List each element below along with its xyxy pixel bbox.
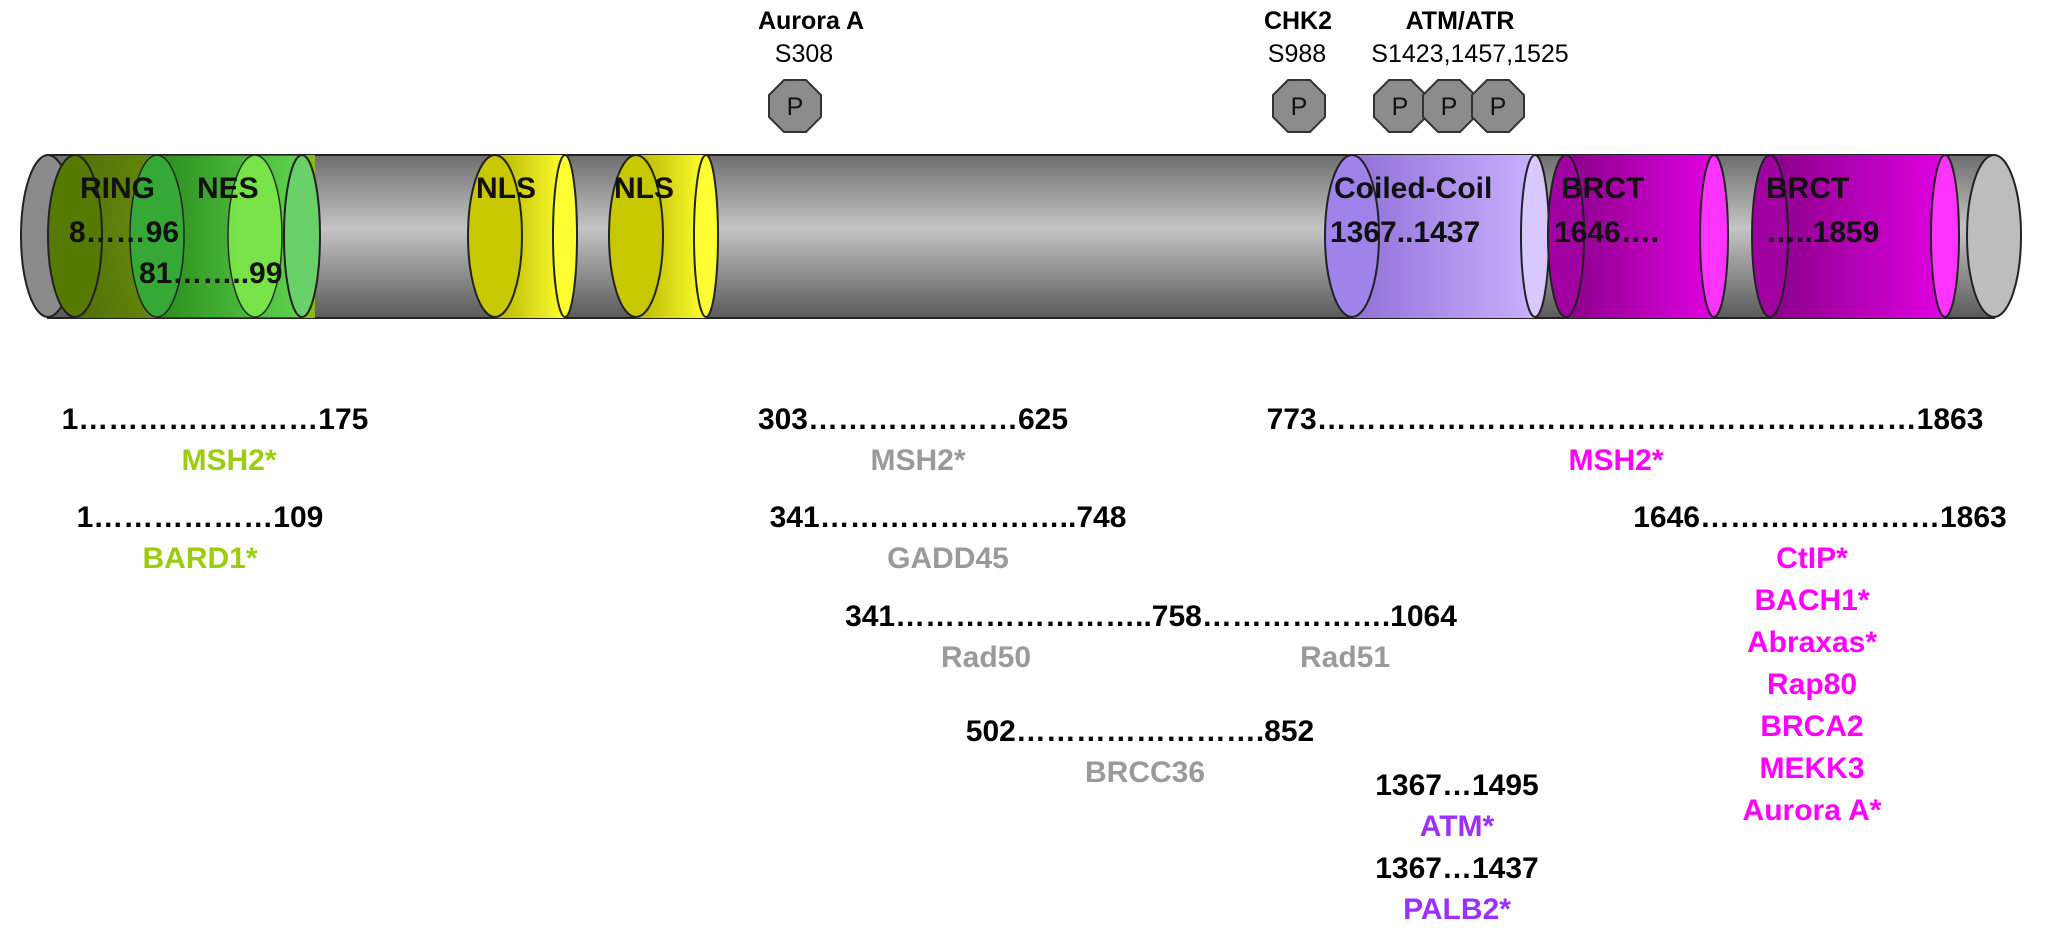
range-r2: 1………………109 (77, 501, 324, 534)
partner-r8-rap80: Rap80 (1767, 668, 1857, 701)
partner-r8-ctip: CtIP* (1776, 542, 1848, 575)
interaction-map: 1……………………175 MSH2* 1………………109 BARD1* 303… (62, 403, 2007, 926)
phospho-site-aurora-a: P (768, 79, 822, 133)
nes-range: 81……..99 (139, 257, 282, 290)
kinase-name-aurora-a: Aurora A (758, 7, 864, 35)
nls-1-label: NLS (476, 172, 536, 205)
phospho-site-chk2: P (1272, 79, 1326, 133)
partner-r6-brcc36: BRCC36 (1085, 756, 1205, 789)
partner-list-brct: CtIP* BACH1* Abraxas* Rap80 BRCA2 MEKK3 … (1743, 542, 1882, 827)
coiled-coil-range: 1367..1437 (1330, 216, 1480, 249)
brct-2-label: BRCT (1766, 172, 1849, 205)
phospho-label: P (1490, 93, 1507, 121)
kinase-labels: Aurora A S308 CHK2 S988 ATM/ATR S1423,14… (758, 7, 1569, 68)
phospho-label: P (1291, 93, 1308, 121)
kinase-site-chk2: S988 (1268, 40, 1326, 68)
partner-r8-aurora-a: Aurora A* (1743, 794, 1882, 827)
brct-domain-2 (1751, 154, 1960, 318)
partner-r8-brca2: BRCA2 (1760, 710, 1863, 743)
range-r9: 1367…1495 (1375, 769, 1538, 802)
coiled-coil-domain (1324, 154, 1550, 318)
domain-labels: RING NES 8……96 81……..99 NLS NLS Coiled-C… (69, 172, 1879, 290)
kinase-site-atm-atr: S1423,1457,1525 (1371, 40, 1568, 68)
partner-r9-atm: ATM* (1420, 810, 1495, 843)
nls-domain-1 (467, 154, 578, 318)
range-r7: 773……………………………………………………1863 (1267, 403, 1984, 436)
range-r8: 1646……………………1863 (1633, 501, 2006, 534)
range-r3: 303…………………625 (758, 403, 1068, 436)
nls-2-label: NLS (614, 172, 674, 205)
partner-r10-palb2: PALB2* (1403, 893, 1511, 926)
protein-bar-right-cap (1966, 154, 2022, 318)
partner-r8-abraxas: Abraxas* (1747, 626, 1877, 659)
partner-r8-bach1: BACH1* (1754, 584, 1869, 617)
coiled-coil-label: Coiled-Coil (1334, 172, 1492, 205)
range-r4: 341……………………..748 (770, 501, 1127, 534)
phospho-label: P (1441, 93, 1458, 121)
partner-r7-msh2: MSH2* (1568, 444, 1663, 477)
phospho-site-atm-3: P (1471, 79, 1525, 133)
range-r5: 341……………………..758……………….1064 (845, 600, 1457, 633)
partner-r5-rad50: Rad50 (941, 641, 1031, 674)
brct-domain-1 (1547, 154, 1729, 318)
brct-1-label: BRCT (1561, 172, 1644, 205)
kinase-site-aurora-a: S308 (775, 40, 833, 68)
phospho-site-atm-1: P (1373, 79, 1427, 133)
kinase-name-atm-atr: ATM/ATR (1406, 7, 1515, 35)
phospho-label: P (1392, 93, 1409, 121)
nes-label: NES (197, 172, 259, 205)
phospho-site-atm-2: P (1422, 79, 1476, 133)
range-r10: 1367…1437 (1375, 852, 1538, 885)
range-r6: 502…………………….852 (966, 715, 1314, 748)
brct-1-range: 1646…. (1554, 216, 1659, 249)
range-r1: 1……………………175 (62, 403, 369, 436)
phospho-markers: P P P P P (768, 79, 1525, 133)
partner-r5-rad51: Rad51 (1300, 641, 1390, 674)
brct-2-range: …..1859 (1766, 216, 1879, 249)
partner-r4-gadd45: GADD45 (887, 542, 1009, 575)
phospho-label: P (787, 93, 804, 121)
partner-r2-bard1: BARD1* (142, 542, 257, 575)
partner-r3-msh2: MSH2* (870, 444, 965, 477)
nes-domain (129, 154, 321, 319)
kinase-name-chk2: CHK2 (1264, 7, 1332, 35)
partner-r1-msh2: MSH2* (181, 444, 276, 477)
nls-domain-2 (608, 154, 719, 318)
ring-label: RING (80, 172, 155, 205)
ring-range: 8……96 (69, 216, 179, 249)
protein-cylinder (20, 154, 2022, 319)
partner-r8-mekk3: MEKK3 (1759, 752, 1864, 785)
